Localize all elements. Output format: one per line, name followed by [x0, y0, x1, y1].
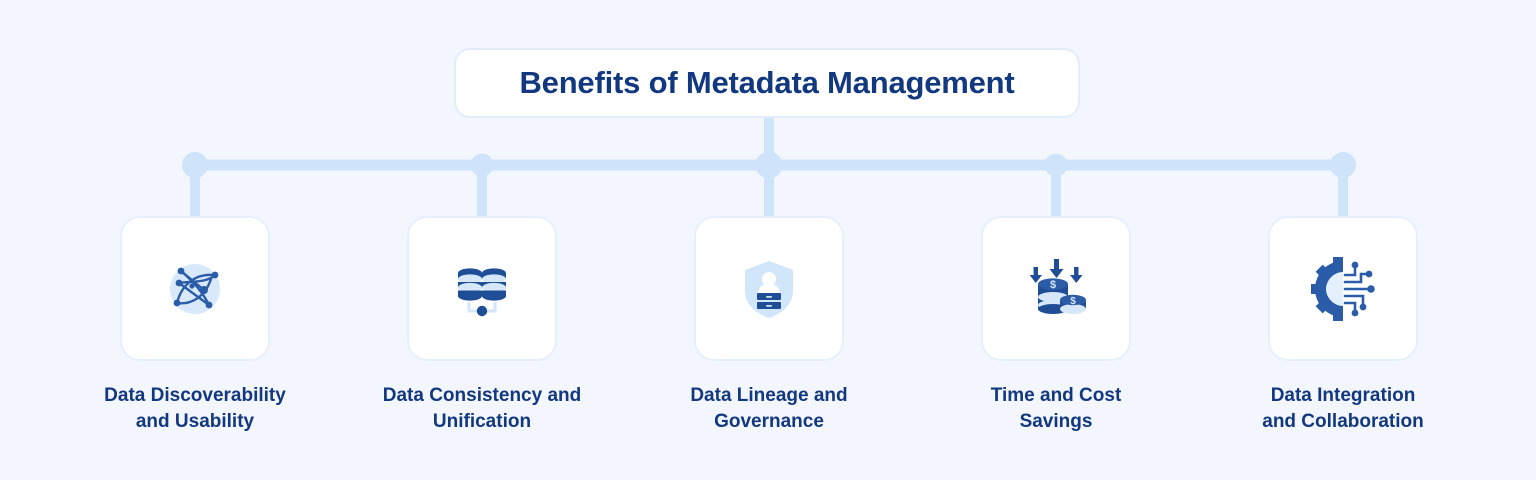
junction-node-5 — [1330, 152, 1356, 178]
icon-card — [1268, 216, 1418, 361]
icon-card — [694, 216, 844, 361]
coins-cost-reduction-icon: $ $ — [1029, 258, 1086, 314]
junction-node-2 — [470, 153, 494, 177]
branch-item-lineage[interactable]: Data Lineage and Governance — [669, 216, 869, 434]
svg-text:$: $ — [1070, 296, 1076, 307]
icon-card — [120, 216, 270, 361]
svg-text:$: $ — [1050, 279, 1056, 291]
branch-item-label: Time and Cost Savings — [990, 385, 1122, 432]
database-cluster-icon — [458, 267, 506, 316]
branch-item-discoverability[interactable]: Data Discoverability and Usability — [95, 216, 295, 434]
shield-data-governance-icon — [745, 260, 793, 318]
circuit-nodes — [1351, 261, 1375, 316]
circuit-traces — [1343, 265, 1371, 312]
branch-item-label: Data Integration and Collaboration — [1262, 385, 1424, 432]
junction-node-1 — [182, 152, 208, 178]
branch-item-label: Data Consistency and Unification — [382, 385, 582, 432]
gear-half — [1311, 256, 1343, 321]
icon-card: $ $ — [981, 216, 1131, 361]
junction-node-3 — [755, 151, 783, 179]
branch-item-label: Data Lineage and Governance — [690, 385, 848, 432]
gear-circuit-integration-icon — [1311, 256, 1375, 321]
branch-item-label: Data Discoverability and Usability — [104, 385, 286, 432]
branch-item-consistency[interactable]: Data Consistency and Unification — [382, 216, 582, 434]
junction-node-4 — [1044, 153, 1068, 177]
branch-item-savings[interactable]: $ $ Time and Cost Savings — [956, 216, 1156, 434]
icon-card — [407, 216, 557, 361]
branch-item-integration[interactable]: Data Integration and Collaboration — [1243, 216, 1443, 434]
coin-side: $ — [1060, 294, 1086, 314]
page-title: Benefits of Metadata Management — [519, 65, 1015, 100]
network-graph-icon — [170, 263, 220, 314]
diagram-title-box: Benefits of Metadata Management — [454, 48, 1080, 118]
